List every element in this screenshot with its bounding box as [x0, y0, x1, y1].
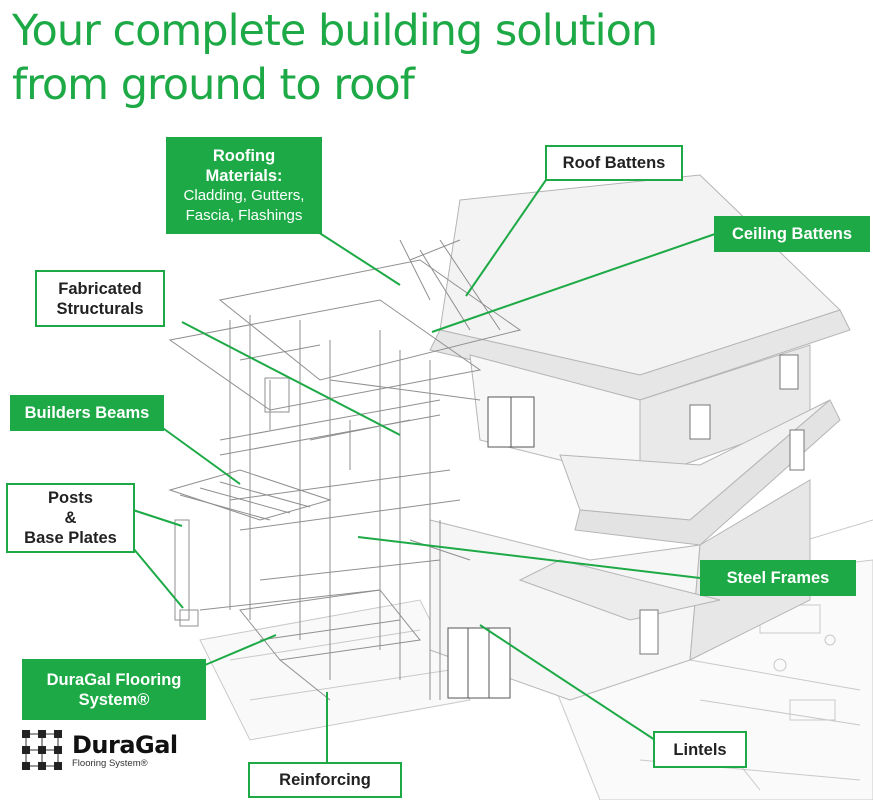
leader-roofing [317, 231, 401, 286]
roofing-detail-line-2: Fascia, Flashings [185, 206, 303, 224]
leader-steel-frames [357, 536, 701, 579]
leader-posts-bottom [132, 547, 184, 609]
label-reinforcing: Reinforcing [248, 762, 402, 798]
duragal-flooring-line-1: DuraGal Flooring [46, 670, 182, 689]
steel-frames-text: Steel Frames [726, 569, 830, 587]
label-builders-beams: Builders Beams [10, 395, 164, 431]
leader-fabricated-structurals [181, 321, 401, 436]
leader-builders-beams [159, 425, 241, 485]
leader-posts-top [132, 509, 183, 527]
label-steel-frames: Steel Frames [700, 560, 856, 596]
leader-lines [132, 176, 716, 764]
posts-line-3: Base Plates [24, 529, 117, 547]
fabricated-line-2: Structurals [56, 299, 144, 318]
logo-name: DuraGal [72, 730, 178, 759]
wireframe-structure [168, 239, 522, 701]
headline-line-2: from ground to roof [12, 60, 415, 110]
roof-battens-text: Roof Battens [562, 154, 666, 172]
label-posts-base-plates: Posts & Base Plates [6, 483, 135, 553]
label-fabricated-structurals: Fabricated Structurals [35, 270, 165, 327]
leader-roof-battens [465, 176, 549, 297]
builders-beams-text: Builders Beams [24, 404, 150, 422]
label-roofing-materials: Roofing Materials: Cladding, Gutters, Fa… [166, 137, 322, 234]
headline-line-1: Your complete building solution [12, 6, 658, 56]
label-ceiling-battens: Ceiling Battens [714, 216, 870, 252]
roofing-title-line-1: Roofing [212, 146, 276, 165]
headline: Your complete building solution from gro… [12, 4, 658, 112]
logo-tagline: Flooring System® [72, 757, 148, 769]
posts-line-1: Posts [48, 489, 93, 507]
fabricated-line-1: Fabricated [58, 279, 142, 298]
duragal-logo: DuraGal Flooring System® [20, 728, 178, 772]
lintels-text: Lintels [673, 740, 727, 759]
label-lintels: Lintels [653, 731, 747, 768]
label-duragal-flooring-system: DuraGal Flooring System® [22, 659, 206, 720]
ceiling-battens-text: Ceiling Battens [731, 225, 853, 243]
duragal-grid-logo-icon [20, 728, 64, 772]
leader-duragal-flooring [204, 634, 277, 666]
leader-ceiling-battens [431, 233, 716, 333]
reinforcing-text: Reinforcing [279, 771, 371, 789]
leader-lintels [479, 624, 656, 741]
roofing-title-line-2: Materials: [205, 166, 283, 185]
posts-line-2: & [64, 509, 77, 527]
duragal-flooring-line-2: System® [78, 690, 150, 709]
label-roof-battens: Roof Battens [545, 145, 683, 181]
roofing-detail-line-1: Cladding, Gutters, [183, 186, 305, 204]
